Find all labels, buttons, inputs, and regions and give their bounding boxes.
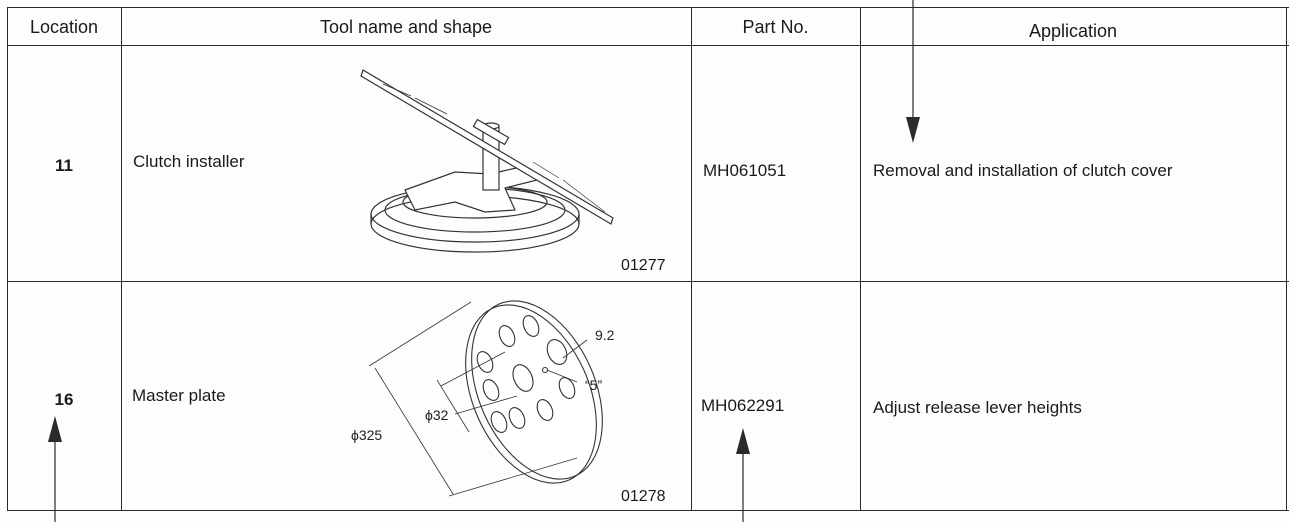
table-bottom-rule: [7, 510, 1289, 511]
master-plate-label-hole-dia: 9.2: [595, 327, 615, 343]
row1-location: 11: [55, 156, 73, 175]
table-right-rule: [1286, 7, 1287, 511]
header-tool-name: Tool name and shape: [319, 17, 493, 37]
col-rule-3: [860, 7, 861, 511]
table-left-rule: [7, 7, 8, 511]
row1-part-no: MH061051: [703, 161, 787, 180]
header-bottom-rule: [7, 45, 1289, 46]
master-plate-label-mark: “5”: [585, 377, 602, 393]
arrow-icon: [906, 0, 920, 143]
table-top-rule: [7, 7, 1289, 8]
row2-application: Adjust release lever heights: [873, 398, 1082, 417]
arrow-icon: [48, 416, 62, 522]
arrow-icon: [736, 428, 750, 522]
col-rule-2: [691, 7, 692, 511]
header-part-no: Part No.: [742, 17, 809, 37]
col-rule-1: [121, 7, 122, 511]
row1-tool-name: Clutch installer: [133, 152, 245, 171]
header-application: Application: [1028, 21, 1118, 41]
master-plate-label-bore-dia: ϕ32: [425, 407, 449, 423]
row1-figure-code: 01277: [621, 257, 666, 274]
special-tools-table: Location Tool name and shape Part No. Ap…: [7, 7, 1289, 511]
master-plate-icon: 9.2 “5” ϕ32 ϕ325: [351, 300, 615, 497]
header-location: Location: [29, 17, 99, 37]
master-plate-label-outer-dia: ϕ325: [351, 427, 382, 443]
row2-location: 16: [54, 390, 74, 409]
clutch-installer-icon: [360, 69, 614, 253]
row2-tool-name: Master plate: [132, 386, 226, 405]
row2-figure-code: 01278: [621, 488, 666, 505]
row-divider-rule: [7, 281, 1289, 282]
row1-application: Removal and installation of clutch cover: [873, 161, 1173, 180]
row2-part-no: MH062291: [701, 396, 785, 415]
